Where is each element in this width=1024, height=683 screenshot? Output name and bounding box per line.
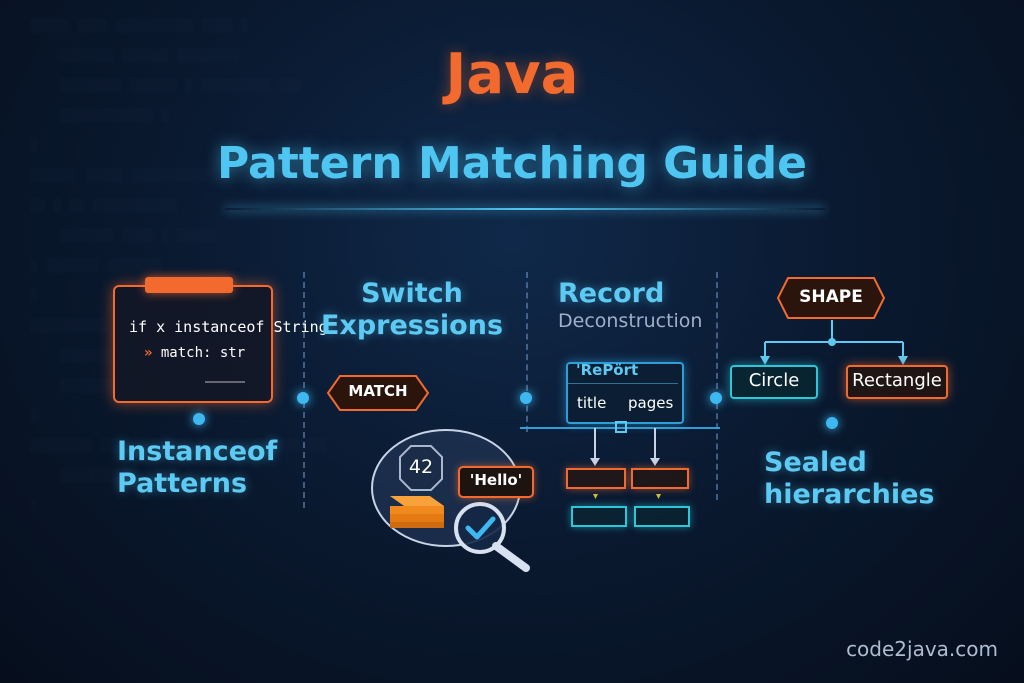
code-window-dash	[205, 381, 245, 383]
watermark-site: code2java.com	[846, 637, 998, 661]
string-value-badge	[458, 466, 534, 498]
code-line2-text: match: str	[160, 345, 246, 361]
connector-dot	[297, 392, 309, 404]
magnifier-illustration	[371, 429, 530, 572]
heading-switch: Switch Expressions	[312, 278, 512, 342]
title-pattern-matching-guide: Pattern Matching Guide	[216, 138, 807, 189]
record-box-cyan-1	[571, 506, 627, 527]
record-box-orange-1	[566, 468, 626, 489]
record-card	[566, 362, 684, 424]
separator-1	[303, 272, 305, 508]
separator-2	[526, 272, 528, 432]
heading-switch-line1: Switch	[361, 278, 463, 309]
arrow-icon: »	[144, 345, 153, 361]
code-line1-text: if x instanceof String	[129, 318, 328, 336]
string-value-hello: 'Hello'	[469, 471, 523, 489]
background-code-texture: ░░░░░ ░░░░ ░░░░░░░░░░ ░░░░ ░ ░░░░░░░ ░░░…	[30, 19, 586, 514]
heading-sealed: Sealed hierarchies	[764, 447, 935, 511]
sealed-tree-lines	[760, 320, 908, 365]
connector-dot	[710, 392, 722, 404]
match-badge: MATCH	[348, 382, 408, 400]
sealed-parent-shape: SHAPE	[799, 287, 863, 307]
number-value-42: 42	[408, 456, 434, 478]
separator-3	[716, 272, 718, 500]
code-line-match: » match: str	[144, 345, 245, 361]
record-box-orange-2	[631, 468, 689, 489]
sealed-child-rectangle: Rectangle	[852, 370, 942, 391]
record-field-pages: pages	[628, 394, 674, 412]
connector-dot	[520, 392, 532, 404]
sealed-child-circle: Circle	[748, 370, 800, 391]
heading-instanceof-line1: Instanceof	[117, 436, 278, 467]
number-hex-shape	[399, 445, 443, 491]
record-connector-lines	[520, 421, 720, 499]
connector-dot	[193, 413, 205, 425]
heading-sealed-line1: Sealed	[764, 447, 867, 478]
heading-instanceof: Instanceof Patterns	[117, 436, 277, 500]
heading-sealed-line2: hierarchies	[764, 479, 935, 510]
record-name-label: 'RePört	[576, 361, 639, 379]
code-window	[113, 285, 273, 403]
record-box-cyan-2	[634, 506, 690, 527]
heading-switch-line2: Expressions	[320, 310, 504, 341]
title-java: Java	[445, 42, 579, 107]
sealed-child-circle-box	[730, 365, 818, 399]
sealed-child-rectangle-box	[846, 365, 948, 399]
title-underline-glow	[225, 208, 825, 210]
subheading-deconstruction: Deconstruction	[558, 310, 703, 332]
match-badge-shape	[326, 375, 430, 411]
code-line-instanceof: if x instanceof String	[129, 318, 328, 336]
connector-dot	[826, 417, 838, 429]
code-window-tab	[145, 277, 233, 293]
record-field-title: title	[577, 394, 607, 412]
heading-instanceof-line2: Patterns	[117, 468, 248, 499]
record-field-divider	[568, 383, 678, 384]
heading-record: Record	[558, 278, 665, 309]
shape-badge-shape	[776, 277, 886, 319]
